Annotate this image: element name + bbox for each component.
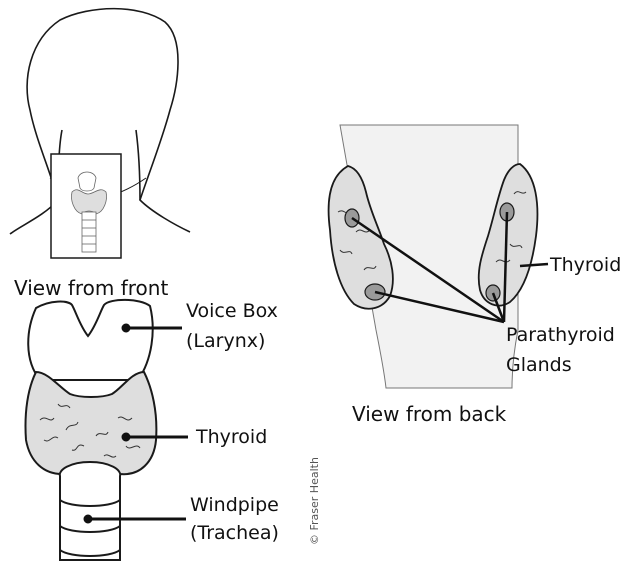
larynx-shape [28,300,152,380]
view-from-back-label: View from back [352,402,506,426]
thyroid-front-shape [25,372,156,474]
voice-box-label: Voice Box [186,298,278,324]
glands-label: Glands [506,352,572,378]
copyright-credit: © Fraser Health [308,457,321,545]
view-from-front-label: View from front [14,276,168,300]
trachea-front [60,462,120,560]
trachea-label: (Trachea) [190,520,279,546]
thyroid-back-label: Thyroid [550,252,621,278]
thyroid-front-label: Thyroid [196,424,267,450]
windpipe-label: Windpipe [190,492,279,518]
larynx-label: (Larynx) [186,328,265,354]
parathyroid-label: Parathyroid [506,322,615,348]
